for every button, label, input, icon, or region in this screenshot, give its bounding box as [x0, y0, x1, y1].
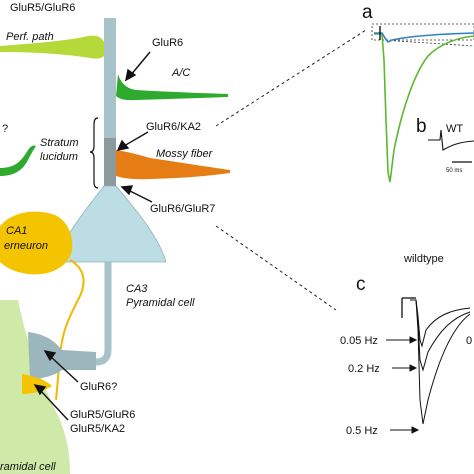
panel-c-arrowhead-05: [411, 426, 420, 434]
panel-a-letter: a: [362, 2, 373, 23]
ca1-interneuron-label-2: erneuron: [4, 240, 48, 252]
interneuron-terminal: [22, 374, 52, 394]
glur5-ka2-label: GluR5/KA2: [70, 423, 125, 435]
ca3-pyramidal-soma: [55, 185, 167, 263]
panel-c-freq-02: 0.2 Hz: [348, 363, 380, 375]
panel-b-trace: [428, 129, 474, 151]
partial-question-label: ?: [2, 123, 8, 135]
mossy-fiber-label: Mossy fiber: [156, 148, 214, 160]
ca3-axon: [60, 262, 112, 366]
glur6-label: GluR6: [152, 37, 183, 49]
panel-c-freq-05: 0.5 Hz: [346, 425, 378, 437]
panel-c-letter: c: [356, 274, 366, 295]
interneuron-process: [55, 259, 85, 401]
connector-a-top: [215, 29, 367, 127]
glur6q-arrowhead: [43, 350, 57, 362]
glur6-glur7-arrowhead: [120, 185, 134, 196]
glur6q-arrow: [49, 355, 79, 383]
bottom-cell-label: ramidal cell: [0, 461, 56, 473]
top-left-receptor-label: GluR5/GluR6: [10, 2, 75, 14]
glur6-ka2-label: GluR6/KA2: [146, 121, 201, 133]
stratum-label: Stratum: [40, 137, 79, 149]
stratum-lucidum-segment: [104, 138, 116, 186]
perforant-path-axon: [0, 35, 104, 59]
lucidum-label: lucidum: [40, 151, 78, 163]
panel-c-arrowhead-02: [409, 364, 418, 372]
stratum-lucidum-bracket: [89, 117, 99, 189]
panel-c-trace-02hz: [410, 299, 471, 372]
panel-b-letter: b: [416, 116, 427, 137]
ca3-label-1: CA3: [126, 283, 148, 295]
glur6-glur7-arrow: [127, 189, 153, 203]
perforant-path-label: Perf. path: [6, 31, 54, 43]
panel-c-trace-005hz: [410, 299, 471, 348]
ac-label: A/C: [171, 67, 190, 79]
ca1-interneuron: [0, 211, 73, 275]
panel-b-wt-label: WT: [446, 123, 463, 135]
ca3-label-2: Pyramidal cell: [126, 297, 195, 309]
panel-c-trace-05hz: [410, 299, 471, 425]
connector-a-bottom: [215, 225, 337, 311]
ac-fiber-axon: [116, 74, 228, 101]
glur5-glur6-arrowhead: [33, 384, 47, 396]
panel-c-freq-005: 0.05 Hz: [340, 335, 378, 347]
panel-c-edge-mark: 0: [466, 335, 472, 347]
panel-a-zoom-box: [371, 23, 474, 47]
panel-c-arrowhead-005: [409, 336, 418, 344]
glur6-arrowhead: [125, 68, 137, 82]
glur5-glur6-label: GluR5/GluR6: [70, 409, 135, 421]
glur5-glur6-arrow: [39, 389, 69, 421]
panel-c-title: wildtype: [403, 253, 444, 265]
partial-green-fiber: [0, 145, 36, 176]
ca1-interneuron-label-1: CA1: [6, 225, 27, 237]
panel-a-blue-trace: [374, 32, 474, 44]
schaffer-terminal: [28, 332, 96, 380]
panel-a-green-trace: [374, 33, 474, 183]
ca3-apical-dendrite: [104, 18, 116, 138]
mossy-fiber-axon: [116, 150, 230, 180]
glur6-glur7-label: GluR6/GluR7: [150, 203, 215, 215]
panel-b-scale-label: 50 ms: [446, 168, 462, 174]
glur6-arrow: [129, 51, 151, 77]
glur6q-label: GluR6?: [80, 381, 117, 393]
glur6-ka2-arrowhead: [116, 139, 130, 151]
glur6-ka2-arrow: [123, 131, 149, 147]
